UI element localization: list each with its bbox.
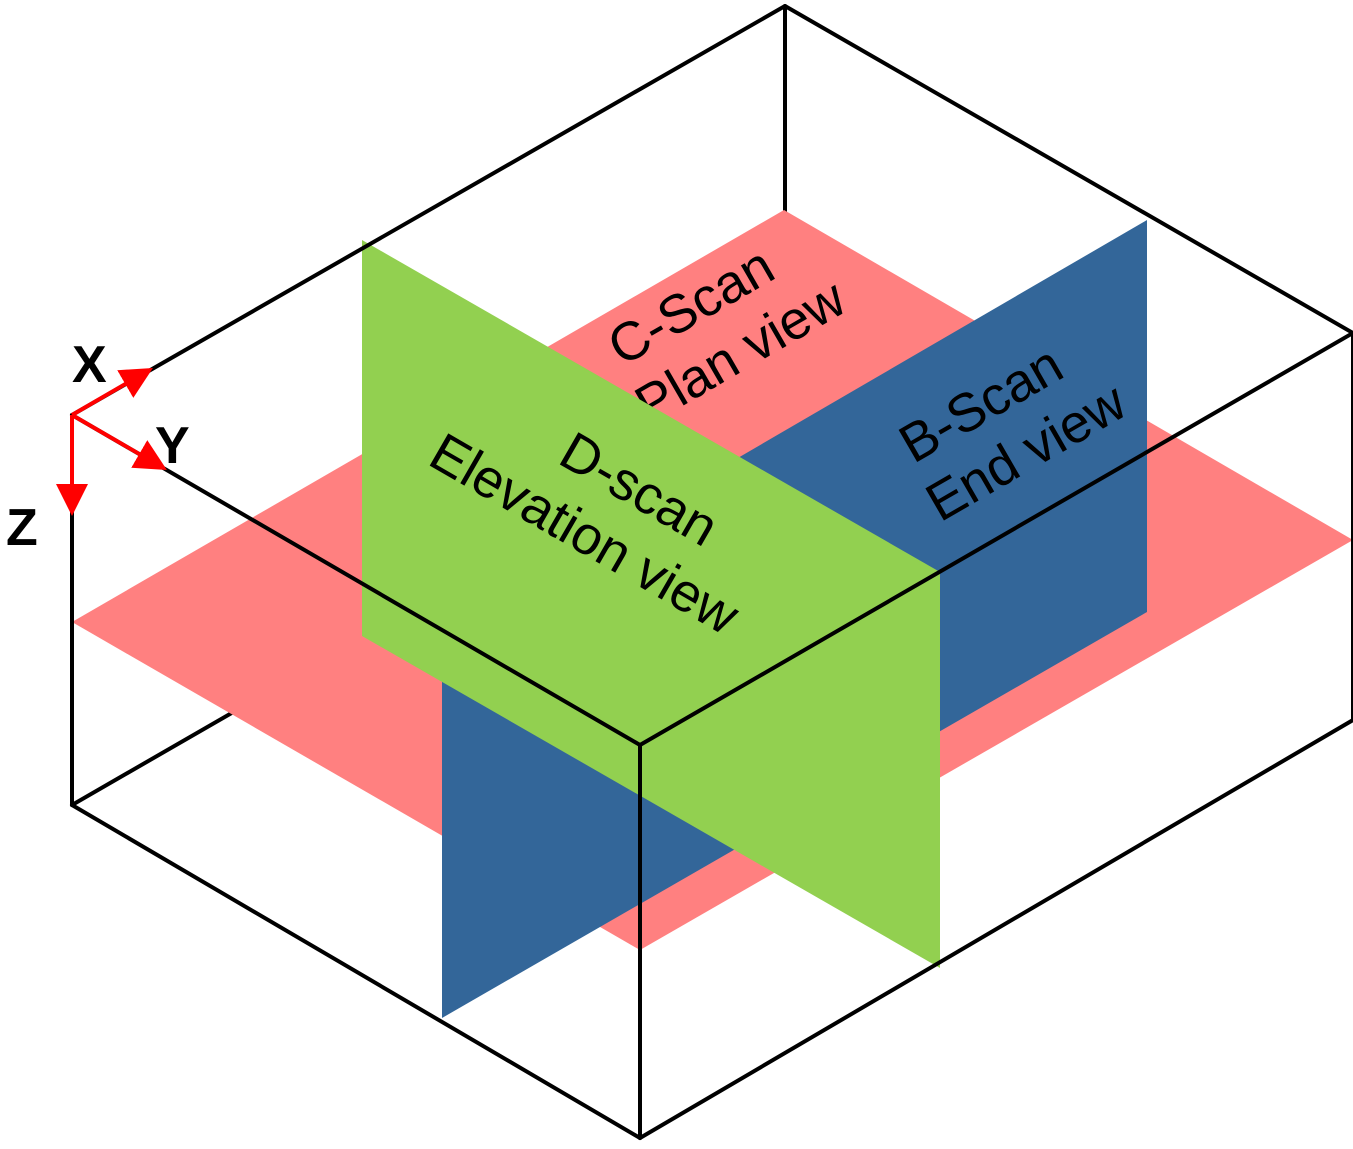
y-axis-label: Y xyxy=(155,417,190,475)
z-axis-label: Z xyxy=(6,499,38,557)
d-scan-plane xyxy=(362,240,940,968)
coordinate-axes: X Y Z xyxy=(6,336,190,557)
y-axis-arrow xyxy=(70,413,167,471)
box-edge xyxy=(638,331,1353,747)
x-axis-arrow xyxy=(70,367,153,417)
box-edge-top-back xyxy=(70,4,1353,722)
x-axis-label: X xyxy=(72,336,107,394)
box-edge xyxy=(70,803,642,1140)
box-edge xyxy=(638,718,1353,1140)
